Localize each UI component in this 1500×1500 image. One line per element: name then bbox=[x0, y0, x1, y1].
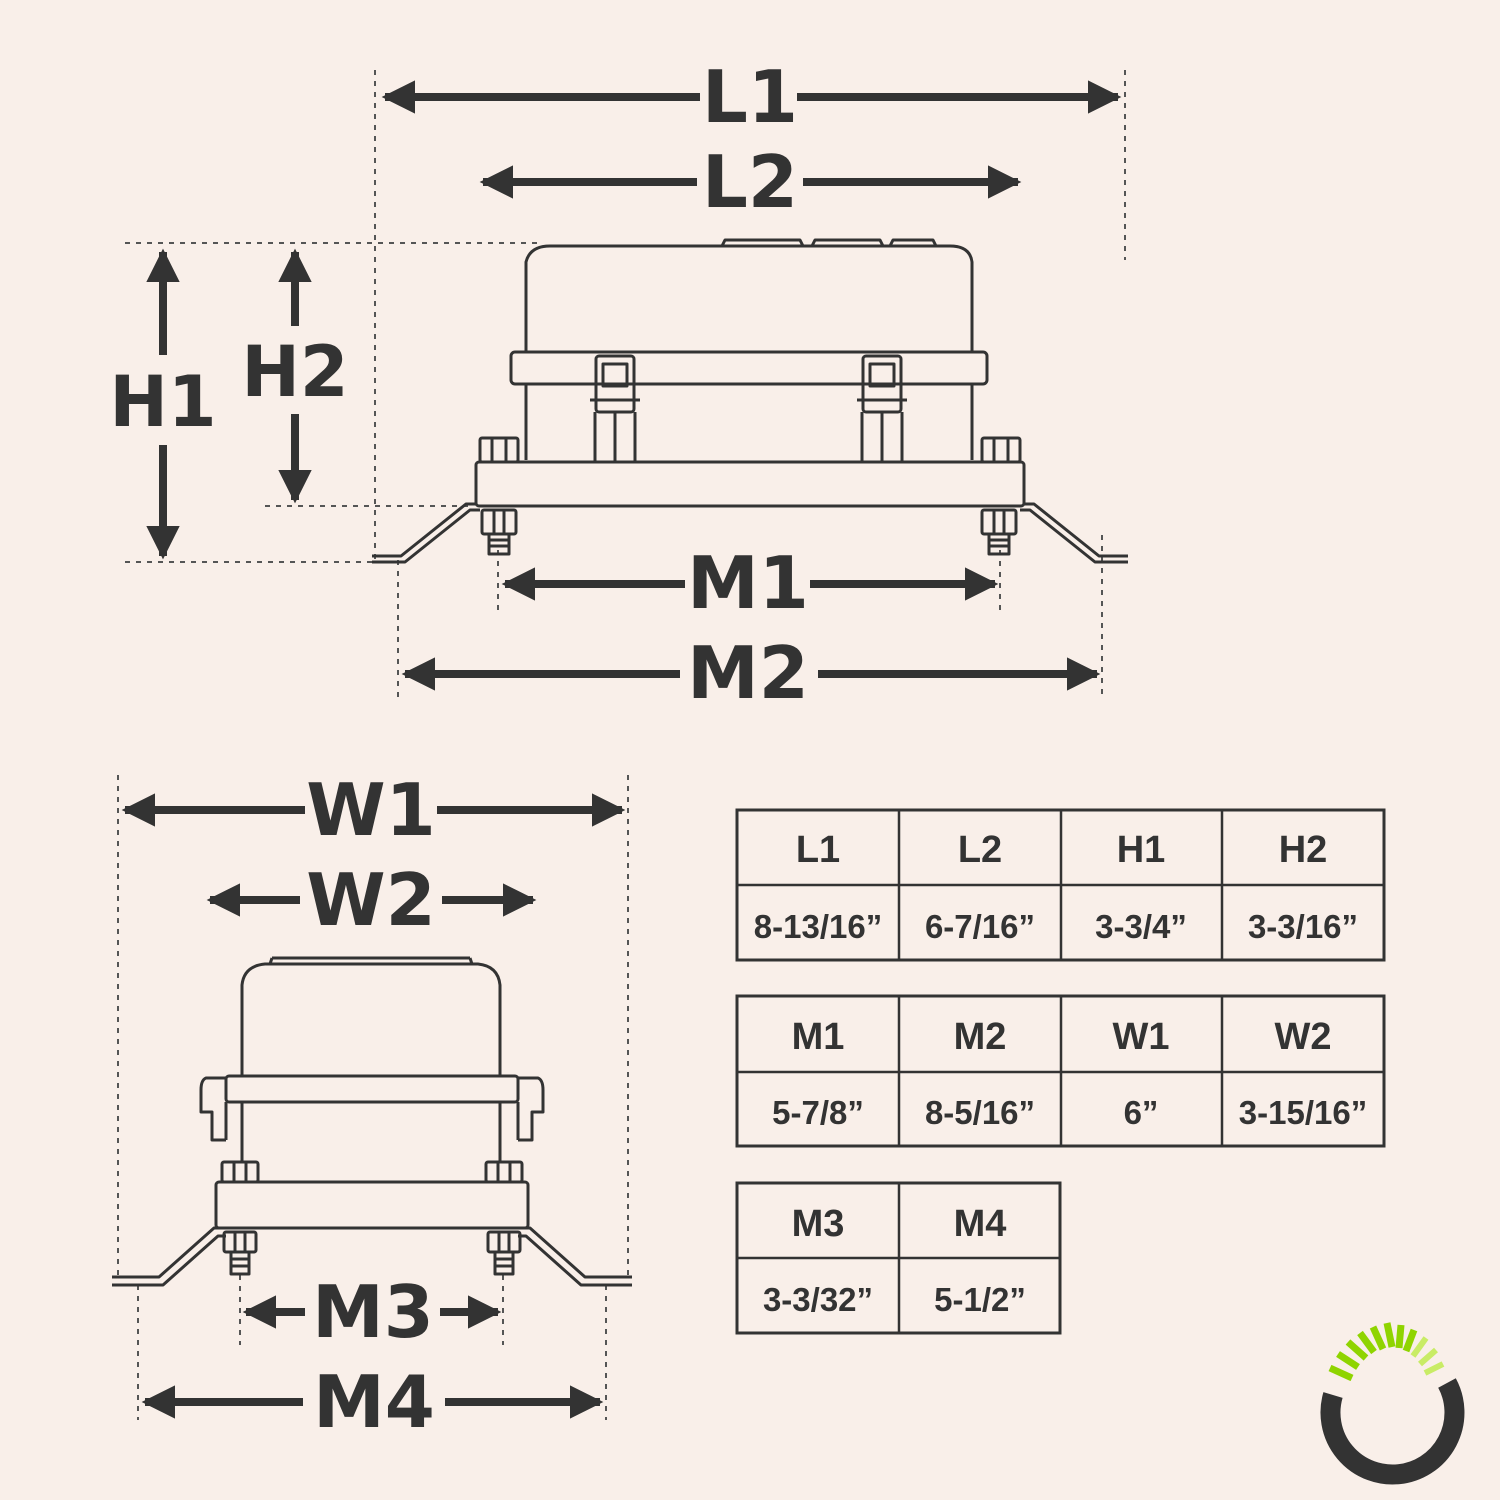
device-front-outline bbox=[112, 956, 632, 1287]
table-1-header-4: H2 bbox=[1279, 829, 1328, 871]
side-guides bbox=[125, 70, 1126, 700]
label-L1: L1 bbox=[702, 55, 798, 139]
label-W1: W1 bbox=[306, 768, 436, 852]
label-M1: M1 bbox=[687, 541, 809, 625]
table-2-header-4: W2 bbox=[1275, 1016, 1332, 1058]
front-dimension-arrows bbox=[121, 793, 626, 1419]
table-1-header-1: L1 bbox=[796, 829, 840, 871]
table-3-value-2: 5-1/2” bbox=[934, 1281, 1026, 1318]
label-M3: M3 bbox=[312, 1270, 434, 1354]
table-2 bbox=[735, 994, 1386, 1148]
table-1-value-3: 3-3/4” bbox=[1095, 908, 1187, 945]
table-3-value-1: 3-3/32” bbox=[763, 1281, 873, 1318]
side-view: L1 L2 H1 H2 M1 M2 bbox=[109, 55, 1128, 715]
table-1-value-2: 6-7/16” bbox=[925, 908, 1035, 945]
dimension-tables bbox=[735, 808, 1386, 1335]
table-1 bbox=[735, 808, 1386, 962]
label-H2: H2 bbox=[241, 331, 348, 413]
table-3 bbox=[735, 1181, 1062, 1335]
table-1-header-3: H1 bbox=[1117, 829, 1166, 871]
label-M4: M4 bbox=[313, 1360, 435, 1444]
brand-ring-logo-icon bbox=[1320, 1322, 1465, 1485]
table-1-header-2: L2 bbox=[958, 829, 1002, 871]
device-side-outline bbox=[372, 238, 1128, 564]
table-3-header-2: M4 bbox=[954, 1203, 1007, 1245]
table-1-value-4: 3-3/16” bbox=[1248, 908, 1358, 945]
label-H1: H1 bbox=[109, 361, 216, 443]
table-3-header-1: M3 bbox=[792, 1203, 845, 1245]
label-L2: L2 bbox=[702, 140, 798, 224]
table-2-value-2: 8-5/16” bbox=[925, 1094, 1035, 1131]
table-2-value-1: 5-7/8” bbox=[772, 1094, 864, 1131]
table-1-value-1: 8-13/16” bbox=[754, 908, 882, 945]
label-M2: M2 bbox=[687, 631, 809, 715]
side-dimension-arrows bbox=[146, 80, 1122, 691]
front-guides bbox=[117, 775, 629, 1420]
front-view: W1 W2 M3 M4 bbox=[112, 768, 632, 1444]
table-2-value-3: 6” bbox=[1124, 1094, 1159, 1131]
label-W2: W2 bbox=[306, 858, 436, 942]
table-2-value-4: 3-15/16” bbox=[1239, 1094, 1367, 1131]
table-2-header-3: W1 bbox=[1113, 1016, 1170, 1058]
table-2-header-1: M1 bbox=[792, 1016, 845, 1058]
table-2-header-2: M2 bbox=[954, 1016, 1007, 1058]
